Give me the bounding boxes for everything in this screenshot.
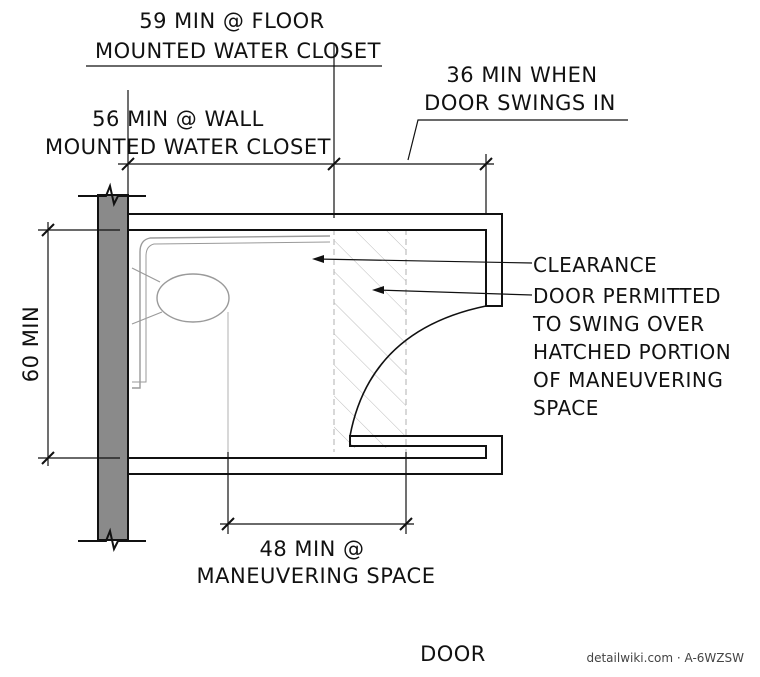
partition-top	[128, 213, 503, 307]
door-note-line-1: DOOR PERMITTED	[533, 284, 721, 308]
floor-wc-label-2: MOUNTED WATER CLOSET	[95, 39, 381, 63]
dim-tick-128	[121, 157, 135, 171]
wall-wc-label-2: MOUNTED WATER CLOSET	[45, 135, 331, 159]
dim-tick-334	[327, 157, 341, 171]
door-note-line-3: HATCHED PORTION	[533, 340, 731, 364]
water-closet-bowl	[156, 273, 230, 323]
partition-bottom	[128, 435, 503, 475]
door-note-leader	[375, 289, 533, 296]
door-title: DOOR	[420, 642, 486, 666]
grab-bar-inner	[132, 241, 331, 383]
door-swing-leader	[407, 119, 628, 161]
back-wall	[97, 194, 129, 541]
wall-wc-label-1: 56 MIN @ WALL	[92, 107, 264, 131]
dim-60-tick-bottom	[41, 451, 55, 465]
clearance-arrow	[312, 255, 324, 263]
door-swing-label-1: 36 MIN WHEN	[446, 63, 597, 87]
dim-60-tick-top	[41, 223, 55, 237]
door-note-line-5: SPACE	[533, 396, 599, 420]
wall-break-bottom	[78, 527, 146, 552]
door-note-line-2: TO SWING OVER	[532, 312, 705, 336]
hatched-maneuvering-area	[334, 229, 406, 448]
dim-48-tick-left	[221, 517, 235, 531]
door-note-arrow	[372, 286, 384, 294]
maneuver-label-2: MANEUVERING SPACE	[197, 564, 436, 588]
grab-bar	[132, 235, 331, 389]
door-swing-label-2: DOOR SWINGS IN	[424, 91, 616, 115]
door-note-line-4: OF MANEUVERING	[533, 368, 723, 392]
watermark: detailwiki.com · A-6WZSW	[586, 651, 744, 665]
dim-tick-486	[479, 157, 493, 171]
door-swing-arc	[349, 305, 487, 437]
clearance-leader	[315, 258, 533, 264]
maneuver-label-1: 48 MIN @	[259, 537, 364, 561]
water-closet-tank-lines	[131, 267, 163, 325]
dim-48-tick-right	[399, 517, 413, 531]
wall-break-top	[78, 182, 146, 207]
clearance-label: CLEARANCE	[533, 253, 657, 277]
floor-wc-label-1: 59 MIN @ FLOOR	[139, 9, 324, 33]
depth-label: 60 MIN	[19, 306, 43, 382]
